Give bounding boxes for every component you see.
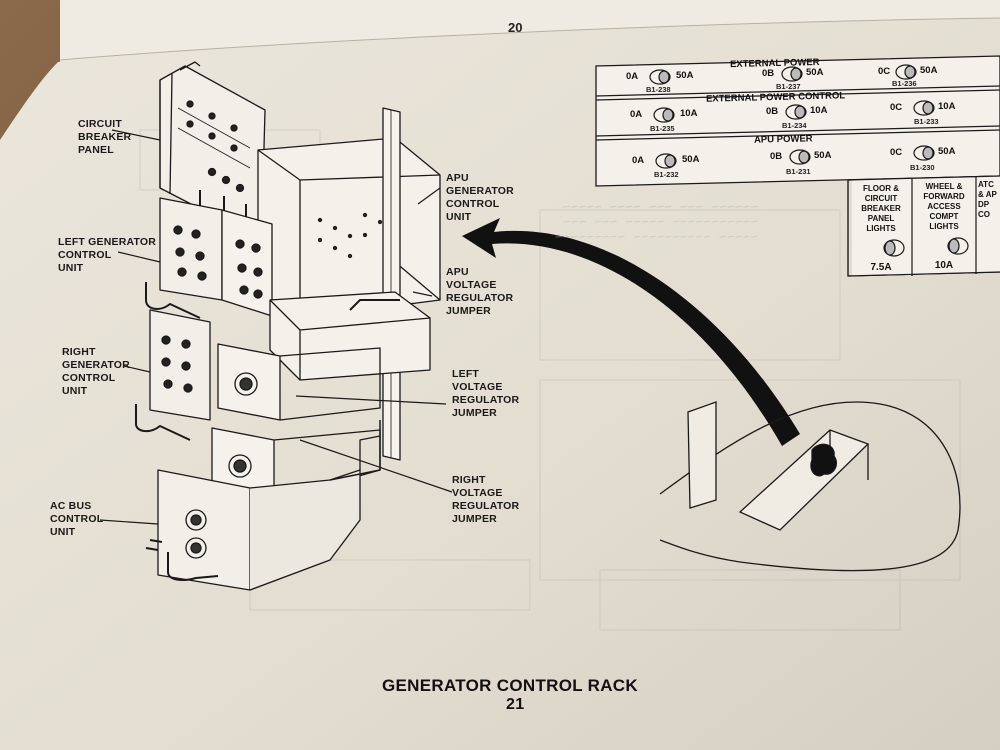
switch-id: B1-230: [910, 163, 935, 172]
switch-right-label: 10A: [810, 105, 828, 116]
panel-switches: [649, 64, 969, 257]
panel-title-apu-power: APU POWER: [753, 133, 813, 146]
figure-title: GENERATOR CONTROL RACK: [382, 676, 638, 695]
switch-id: B1-231: [786, 167, 811, 176]
switch-id: B1-233: [914, 117, 939, 126]
label-ac-bus-control-unit: AC BUS CONTROL UNIT: [50, 500, 104, 538]
switch-id: B1-235: [650, 124, 675, 133]
breaker-column-header: WHEEL & FORWARD ACCESS COMPT LIGHTS: [923, 182, 965, 231]
switch-left-label: 0B: [762, 68, 775, 79]
switch-right-label: 50A: [814, 150, 832, 161]
switch-left-label: 0C: [890, 147, 903, 158]
label-left-voltage-regulator-jumper: LEFT VOLTAGE REGULATOR JUMPER: [452, 368, 520, 419]
switch-right-label: 50A: [938, 146, 956, 157]
generator-rack-drawing: [135, 61, 441, 591]
switch-left-label: 0C: [890, 102, 903, 113]
switch-right-label: 10A: [938, 101, 956, 112]
label-apu-voltage-regulator-jumper: APU VOLTAGE REGULATOR JUMPER: [446, 266, 514, 317]
switch-id: B1-232: [654, 170, 679, 179]
location-arrow: [462, 218, 800, 446]
top-page-strip: [60, 0, 1000, 60]
switch-right-label: 10A: [680, 108, 698, 119]
switch-right-label: 50A: [806, 67, 824, 78]
switch-left-label: 0A: [632, 155, 645, 166]
label-right-generator-control-unit: RIGHT GENERATOR CONTROL UNIT: [62, 346, 130, 397]
label-right-voltage-regulator-jumper: RIGHT VOLTAGE REGULATOR JUMPER: [452, 474, 520, 525]
label-left-generator-control-unit: LEFT GENERATOR CONTROL UNIT: [58, 236, 157, 274]
switch-right-label: 50A: [676, 70, 694, 81]
switch-id: B1-238: [646, 85, 671, 94]
switch-id: B1-234: [782, 121, 807, 130]
breaker-column-value: 7.5A: [870, 262, 892, 273]
bottom-page-number: 21: [506, 696, 525, 713]
breaker-column-value: 10A: [934, 260, 954, 271]
top-page-number: 20: [508, 20, 523, 35]
switch-left-label: 0B: [770, 151, 783, 162]
switch-left-label: 0A: [626, 71, 639, 82]
switch-left-label: 0B: [766, 106, 779, 117]
switch-right-label: 50A: [682, 154, 700, 165]
switch-left-label: 0C: [878, 66, 891, 77]
switch-left-label: 0A: [630, 109, 643, 120]
bleed-through-text: ~~~~~~ ~~~ ~~~ ~~~~ ~~~~~ ~~~~~~~~~~~ ~~…: [555, 200, 758, 245]
switch-right-label: 50A: [920, 65, 938, 76]
breaker-column-header: ATC & AP DP CO: [978, 180, 997, 219]
aircraft-nose-outline: [659, 401, 961, 572]
switch-id: B1-237: [776, 82, 801, 91]
label-apu-generator-control-unit: APU GENERATOR CONTROL UNIT: [446, 172, 514, 223]
switch-id: B1-236: [892, 79, 917, 88]
breaker-column-header: FLOOR & CIRCUIT BREAKER PANEL LIGHTS: [861, 184, 901, 233]
label-circuit-breaker-panel: CIRCUIT BREAKER PANEL: [78, 118, 132, 156]
